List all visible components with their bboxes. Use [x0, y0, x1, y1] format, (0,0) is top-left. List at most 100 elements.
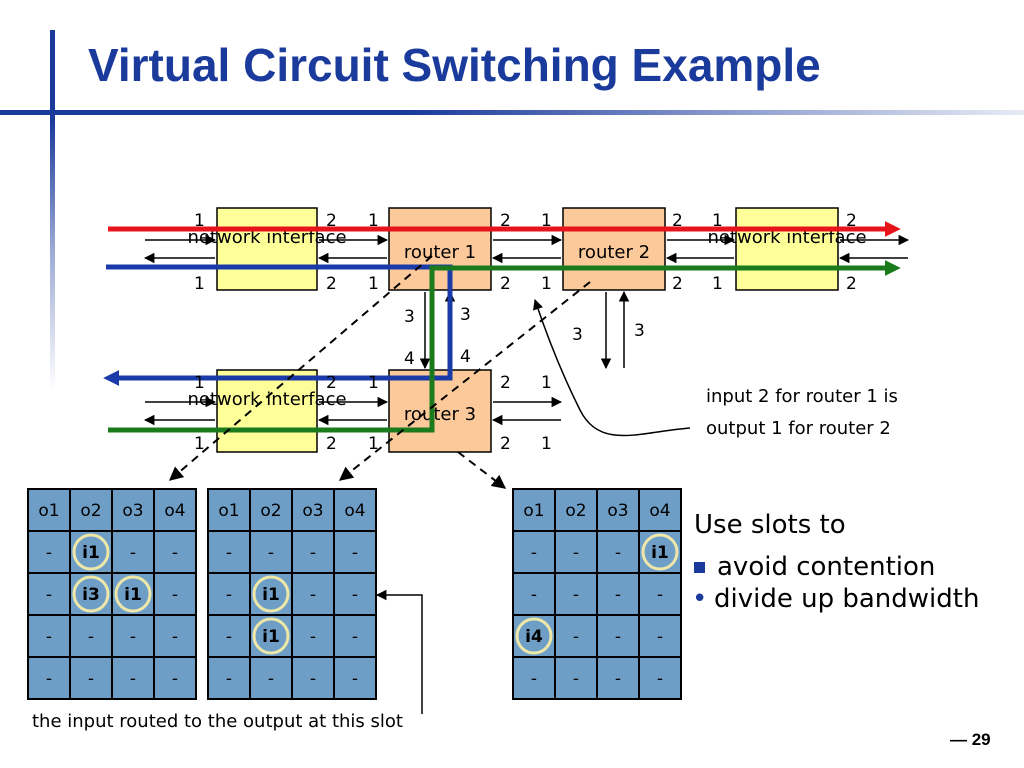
table-cell	[251, 574, 291, 614]
port-label: 2	[500, 373, 511, 393]
table-cell	[209, 616, 249, 656]
slot-value: -	[130, 543, 136, 563]
port-label: 2	[672, 211, 683, 231]
table-cell	[293, 574, 333, 614]
table-cell	[71, 532, 111, 572]
slot-highlight-circle	[641, 533, 679, 571]
slot-value: i1	[124, 585, 142, 605]
port-label: 1	[194, 373, 205, 393]
table-cell	[514, 490, 554, 530]
table-cell	[598, 574, 638, 614]
title-accent-bar-horizontal	[0, 110, 1024, 115]
table-cell	[251, 532, 291, 572]
slot-value: -	[310, 543, 316, 563]
column-header: o2	[260, 501, 281, 521]
slot-highlight-circle	[515, 617, 553, 655]
slot-highlight-circle	[114, 575, 152, 613]
port-label: 2	[500, 434, 511, 454]
slot-value: -	[172, 543, 178, 563]
slot-value: -	[172, 585, 178, 605]
table-cell	[335, 658, 375, 698]
slot-value: -	[310, 585, 316, 605]
node-network-interface-bottom: network interface	[187, 369, 347, 453]
table-cell	[556, 574, 596, 614]
square-bullet-icon	[694, 561, 705, 573]
table-cell	[514, 658, 554, 698]
slot-value: -	[352, 543, 358, 563]
slot-value: -	[352, 669, 358, 689]
column-header: o1	[523, 501, 544, 521]
slot-value: -	[573, 669, 579, 689]
slot-value: i3	[82, 585, 100, 605]
table-cell	[640, 490, 680, 530]
slot-value: -	[531, 585, 537, 605]
table-cell	[598, 532, 638, 572]
slot-value: -	[573, 585, 579, 605]
table-cell	[556, 532, 596, 572]
table-cell	[335, 532, 375, 572]
node-label: network interface	[187, 389, 346, 410]
slot-value: -	[46, 585, 52, 605]
table-cell	[598, 658, 638, 698]
table-cell	[29, 532, 69, 572]
slot-value: -	[531, 669, 537, 689]
bullet-item: • divide up bandwidth	[690, 584, 979, 614]
port-label: 3	[404, 307, 415, 327]
slot-value: -	[46, 627, 52, 647]
slide-title: Virtual Circuit Switching Example	[88, 39, 821, 91]
port-label: 1	[541, 434, 552, 454]
port-label: 4	[404, 349, 415, 369]
slot-highlight-circle	[252, 575, 290, 613]
table-cell	[113, 574, 153, 614]
blue-circuit-path	[103, 264, 453, 387]
table-cell	[155, 532, 195, 572]
table-cell	[29, 574, 69, 614]
slot-value: -	[310, 627, 316, 647]
table-cell	[209, 532, 249, 572]
slot-value: -	[226, 627, 232, 647]
green-circuit-path	[108, 259, 901, 433]
port-label: 2	[846, 211, 857, 231]
title-accent-bar-vertical	[50, 30, 55, 390]
column-header: o2	[80, 501, 101, 521]
port-label: 1	[194, 274, 205, 294]
table-cell	[71, 616, 111, 656]
bullet-heading: Use slots to	[694, 510, 846, 540]
table-cell	[29, 616, 69, 656]
node-label: network interface	[187, 227, 346, 248]
slot-value: i1	[82, 543, 100, 563]
table-cell	[556, 616, 596, 656]
slot-value: -	[226, 585, 232, 605]
table-cell	[640, 574, 680, 614]
table-cell	[293, 616, 333, 656]
column-header: o4	[164, 501, 185, 521]
column-header: o1	[218, 501, 239, 521]
slot-value: -	[46, 669, 52, 689]
node-router-3: router 3	[388, 369, 492, 453]
table-cell	[113, 616, 153, 656]
table-cell	[251, 616, 291, 656]
bullet-text: avoid contention	[717, 552, 936, 582]
port-label: 1	[368, 434, 379, 454]
table-cell	[598, 490, 638, 530]
table-cell	[209, 574, 249, 614]
table-cell	[155, 616, 195, 656]
node-label: router 2	[578, 242, 650, 263]
node-router-1: router 1	[388, 207, 492, 291]
callout-line	[457, 451, 507, 489]
node-label: network interface	[707, 227, 866, 248]
port-label: 1	[541, 274, 552, 294]
circuit-paths	[103, 220, 901, 433]
caption-pointer	[375, 589, 423, 714]
port-label: 1	[541, 373, 552, 393]
slot-value: i1	[262, 627, 280, 647]
table-cell	[251, 490, 291, 530]
port-label: 1	[541, 211, 552, 231]
table-cell	[155, 490, 195, 530]
bullet-list: Use slots to avoid contention • divide u…	[690, 510, 979, 614]
slot-value: -	[172, 669, 178, 689]
